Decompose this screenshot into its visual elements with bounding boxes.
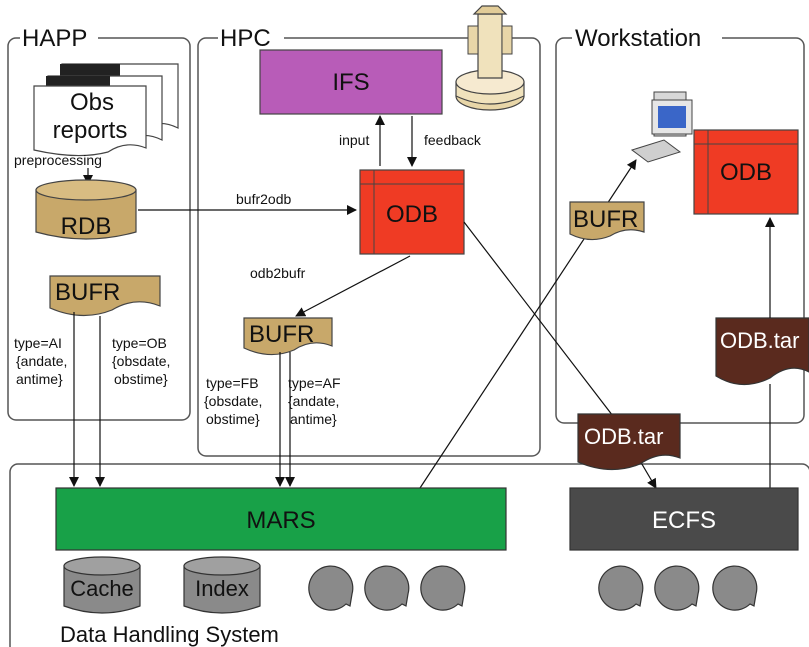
bufr-happ-label: BUFR — [55, 279, 120, 306]
input-label: input — [339, 132, 369, 148]
ecfs-label: ECFS — [652, 507, 716, 534]
odb2bufr-label: odb2bufr — [250, 265, 306, 281]
feedback-label: feedback — [424, 132, 482, 148]
fb-label-2: {obsdate, — [204, 393, 262, 409]
ifs-box — [259, 49, 443, 115]
odbtar-ws-doc — [715, 317, 809, 386]
odbtar-ws-label: ODB.tar — [720, 328, 799, 353]
supercomputer-icon — [455, 5, 525, 111]
bufr-happ-doc — [49, 275, 161, 317]
preprocessing-label: preprocessing — [14, 152, 102, 168]
disk-icon — [654, 565, 700, 611]
cache-cylinder — [63, 556, 141, 614]
ecfs-box — [569, 487, 799, 551]
odb-ws-label: ODB — [720, 159, 772, 186]
document-stack-icon — [33, 63, 179, 157]
workstation-title: Workstation — [575, 25, 701, 52]
ob-label-1: type=OB — [112, 335, 167, 351]
happ-group — [7, 37, 191, 421]
ai-label-2: {andate, — [16, 353, 67, 369]
happ-title: HAPP — [22, 25, 87, 52]
disk-icon — [712, 565, 758, 611]
rdb-label: RDB — [61, 213, 112, 240]
cache-label: Cache — [70, 576, 134, 601]
dhs-group — [9, 463, 809, 647]
bufr-hpc-doc — [243, 317, 333, 356]
odbtar-ecfs-label: ODB.tar — [584, 424, 663, 449]
disk-icon — [598, 565, 644, 611]
disk-icon — [308, 565, 354, 611]
hpc-group — [197, 37, 541, 457]
mars-box — [55, 487, 507, 551]
af-label-3: antime} — [290, 411, 337, 427]
fb-label-1: type=FB — [206, 375, 259, 391]
ob-label-2: {obsdate, — [112, 353, 170, 369]
odbtar-ecfs-doc — [577, 413, 681, 471]
disk-icon — [364, 565, 410, 611]
hpc-title: HPC — [220, 25, 271, 52]
obs-reports-line2: reports — [53, 117, 128, 144]
bufr-hpc-label: BUFR — [249, 321, 314, 348]
bufr2odb-label: bufr2odb — [236, 191, 291, 207]
database-icon — [35, 179, 137, 240]
obs-reports-line1: Obs — [70, 89, 114, 116]
bufr-ws-doc — [569, 201, 645, 241]
fb-label-3: obstime} — [206, 411, 260, 427]
ifs-label: IFS — [332, 69, 369, 96]
bufr-ws-label: BUFR — [573, 206, 638, 233]
ai-label-3: antime} — [16, 371, 63, 387]
index-label: Index — [195, 576, 249, 601]
ai-label-1: type=AI — [14, 335, 62, 351]
disk-icon — [420, 565, 466, 611]
index-cylinder — [183, 556, 261, 614]
dhs-title: Data Handling System — [60, 622, 279, 647]
af-label-1: type=AF — [288, 375, 341, 391]
af-label-2: {andate, — [288, 393, 339, 409]
workstation-computer-icon — [630, 91, 693, 163]
ob-label-3: obstime} — [114, 371, 168, 387]
odb-hpc-label: ODB — [386, 201, 438, 228]
mars-label: MARS — [246, 507, 315, 534]
